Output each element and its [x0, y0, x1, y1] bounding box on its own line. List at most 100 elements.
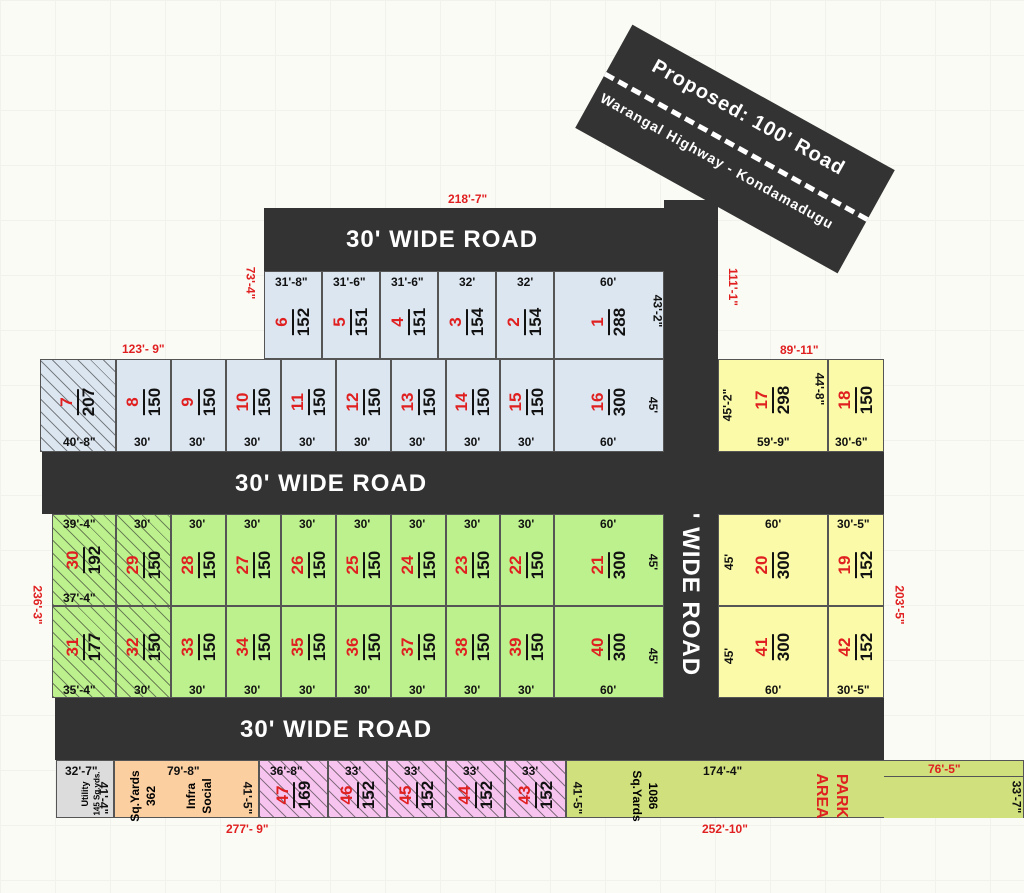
plot-18-area: 150 [857, 385, 876, 415]
utility-plot[interactable]: 32'-7" Utility 145 Sq.yds. 41'-4" [56, 760, 114, 818]
plot-15-area: 150 [528, 387, 547, 417]
plot-20-side-dim: 45' [722, 553, 737, 571]
plot-24-top-dim: 30' [409, 517, 426, 531]
plot-20-number: 20 [752, 555, 771, 575]
plot-32-area: 150 [144, 632, 164, 661]
plot-10-bottom-dim: 30' [244, 435, 261, 449]
plot-31-bottom-dim: 35'-4" [63, 683, 96, 697]
plot-44-top-dim: 33' [463, 764, 480, 778]
dim-right-side: 203'-5" [892, 585, 907, 625]
plot-27-number: 27 [232, 555, 252, 575]
plot-10-area: 150 [254, 387, 274, 417]
dim-row-left: 123'- 9" [122, 342, 165, 356]
plot-43-top-dim: 33' [522, 764, 539, 778]
plot-41-side-dim: 45' [722, 647, 737, 665]
plot-17-bottom-dim: 59'-9" [757, 435, 790, 449]
plot-8-area: 150 [144, 387, 164, 417]
plot-11-number: 11 [287, 392, 307, 411]
plot-31-number: 31 [63, 637, 82, 657]
plot-17-number: 17 [752, 390, 771, 410]
plot-9-number: 9 [177, 397, 197, 407]
park-area-extension [884, 776, 1024, 818]
plot-42-area: 152 [857, 632, 876, 661]
plot-46-top-dim: 33' [345, 764, 362, 778]
dim-yellow-top: 89'-11" [780, 343, 819, 357]
plot-17-right-dim: 44'-8" [812, 372, 827, 406]
plot-18-number: 18 [835, 390, 854, 410]
plot-41-area: 300 [774, 632, 793, 661]
plot-29-area: 150 [144, 551, 164, 580]
plot-42-bottom-dim: 30'-5" [837, 683, 870, 697]
plot-45-top-dim: 33' [404, 764, 421, 778]
social-infra-plot[interactable]: 79'-8" 362 Sq.Yards Social Infra 41'-5" [114, 760, 259, 822]
plot-34-area: 150 [254, 632, 274, 661]
plot-8-number: 8 [122, 397, 142, 407]
plot-19-number: 19 [835, 555, 854, 575]
social-unit: Sq.Yards [128, 770, 142, 822]
bottom-road [55, 698, 884, 760]
plot-20-area: 300 [774, 551, 793, 580]
plot-42-number: 42 [835, 637, 854, 657]
park-label-2: AREA [813, 773, 830, 819]
plot-46-area: 152 [358, 780, 378, 809]
dim-bottom-left: 277'- 9" [226, 822, 269, 836]
plot-47-area: 169 [294, 780, 314, 809]
plot-23-area: 150 [474, 551, 493, 580]
plot-3-number: 3 [446, 317, 465, 327]
plot-5-top-dim: 31'-6" [333, 275, 366, 289]
plot-30-area: 192 [85, 545, 104, 575]
social-side-dim: 41'-5" [240, 781, 255, 815]
utility-label: Utility [80, 781, 90, 807]
plot-25-top-dim: 30' [354, 517, 371, 531]
social-top-dim: 79'-8" [167, 764, 200, 778]
